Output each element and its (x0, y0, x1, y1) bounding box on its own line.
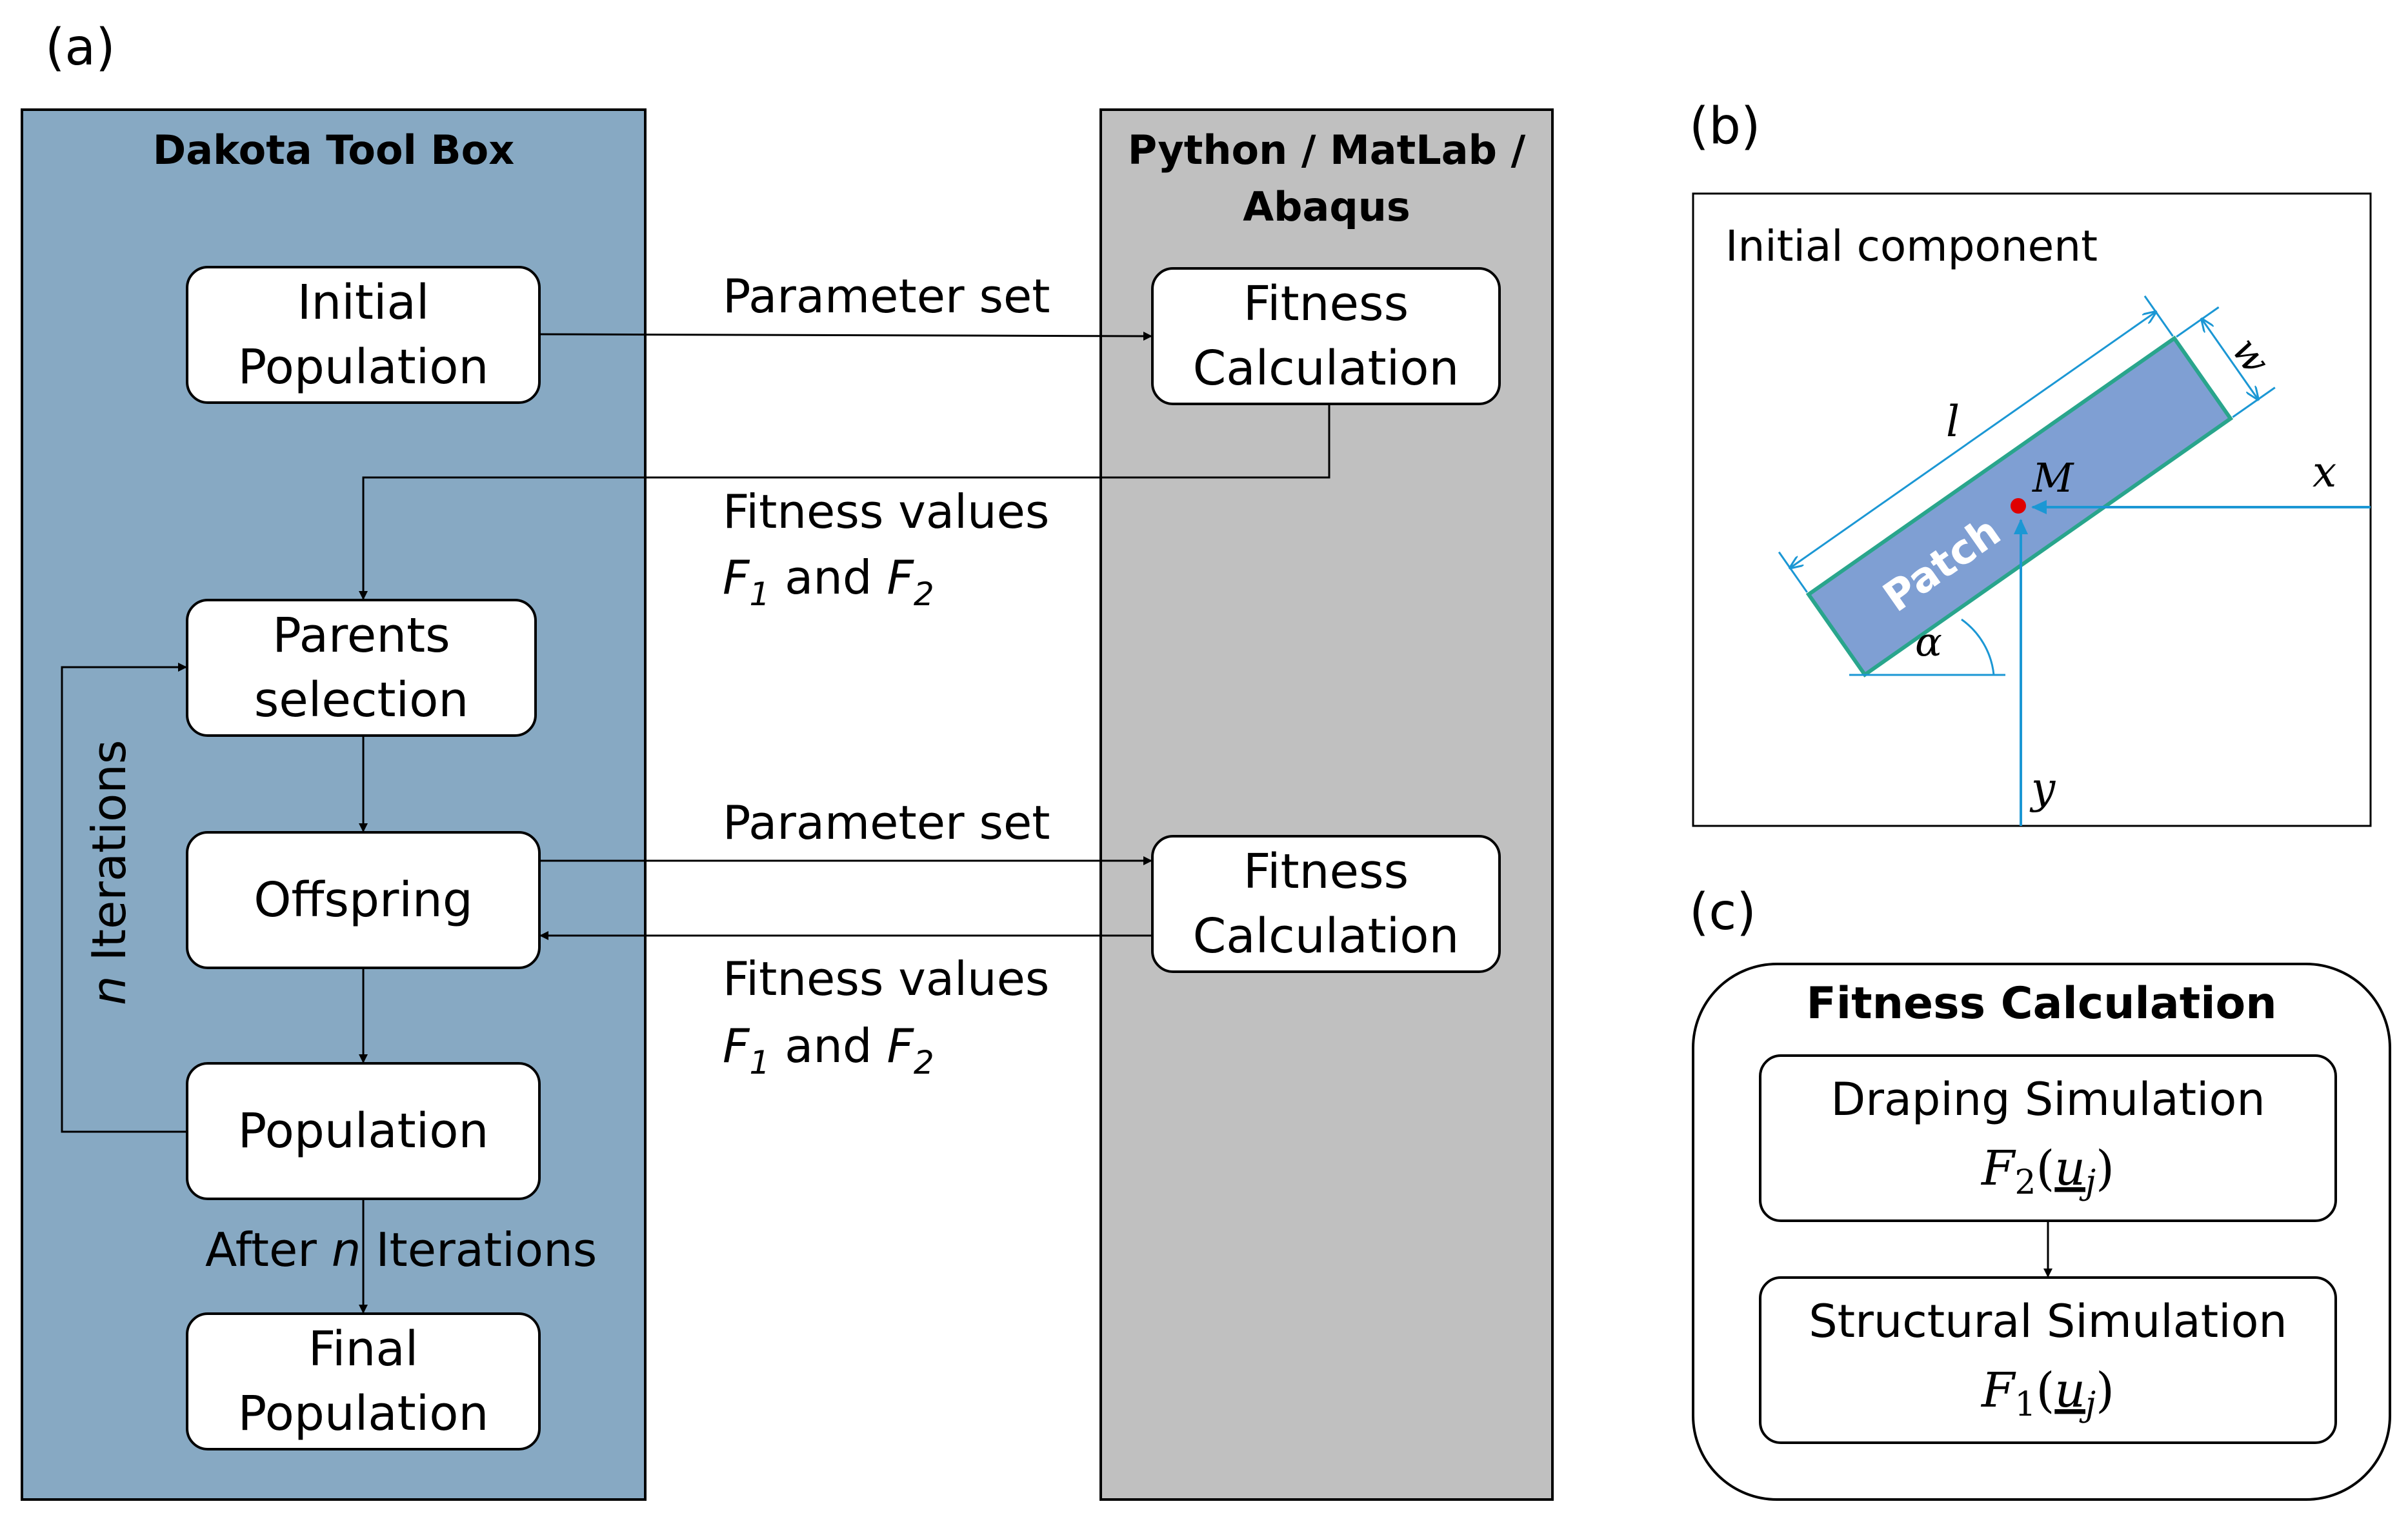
label-a: (a) (45, 19, 115, 77)
arrow-fitness-to-parents (359, 404, 1330, 600)
initial-population-line1: Initial (297, 275, 430, 330)
l-dimension (1790, 312, 2156, 568)
fitness-calc-bottom-box (1151, 835, 1501, 973)
label-c: (c) (1689, 883, 1756, 941)
point-m (2011, 498, 2026, 514)
draping-label: Draping Simulation (1831, 1073, 2265, 1126)
python-title-line1: Python / MatLab / (1128, 126, 1526, 174)
arrow-initial-to-fitness (539, 331, 1152, 341)
fitness-values-bottom: Fitness values (723, 952, 1049, 1006)
fitness-calc-bottom-line2: Calculation (1193, 908, 1460, 964)
l-ext-right (2143, 295, 2174, 337)
final-population-line2: Population (238, 1386, 489, 1441)
fitness-calc-top-line1: Fitness (1243, 276, 1409, 332)
parents-selection-box (186, 599, 537, 737)
structural-label: Structural Simulation (1809, 1295, 2287, 1348)
parents-selection-line1: Parents (272, 608, 450, 663)
param-set-bottom: Parameter set (723, 796, 1050, 850)
structural-box (1759, 1276, 2337, 1444)
l-ext-left (1778, 551, 1808, 593)
initial-population-line2: Population (238, 339, 489, 395)
alpha-label: α (1915, 618, 1942, 665)
loop-label: n Iterations (82, 740, 136, 1005)
fitness-values-top: Fitness values (723, 485, 1049, 539)
arrow-loop (61, 663, 187, 1133)
fitness-calc-top-line2: Calculation (1193, 341, 1460, 396)
draping-formula: F2(uj) (1980, 1141, 2114, 1202)
w-ext-bottom (2232, 386, 2276, 418)
l-label: l (1946, 397, 1960, 446)
param-set-top: Parameter set (723, 269, 1050, 323)
offspring-label: Offspring (254, 872, 473, 928)
y-label: y (2029, 763, 2056, 813)
fitness-calc-bottom-line1: Fitness (1243, 844, 1409, 899)
x-label: x (2313, 447, 2336, 497)
final-population-box (186, 1312, 541, 1450)
parents-selection-line2: selection (254, 672, 469, 728)
w-dimension (2202, 319, 2258, 399)
python-title-line2: Abaqus (1243, 183, 1410, 230)
structural-formula: F1(uj) (1980, 1363, 2114, 1424)
after-label: After n Iterations (205, 1223, 597, 1277)
f1-f2-top: F1 and F2 (723, 550, 934, 613)
initial-component-title: Initial component (1725, 221, 2098, 271)
fitness-calc-title: Fitness Calculation (1806, 978, 2276, 1029)
fitness-calc-top-box (1151, 267, 1501, 405)
flow-arrows (61, 331, 1330, 1314)
m-label: M (2032, 454, 2074, 501)
w-ext-top (2176, 306, 2220, 338)
label-b: (b) (1689, 97, 1760, 156)
alpha-arc (1961, 618, 1995, 676)
f1-f2-bottom: F1 and F2 (723, 1019, 934, 1081)
dakota-title: Dakota Tool Box (153, 126, 514, 174)
final-population-line1: Final (308, 1321, 419, 1377)
population-label: Population (238, 1103, 489, 1159)
